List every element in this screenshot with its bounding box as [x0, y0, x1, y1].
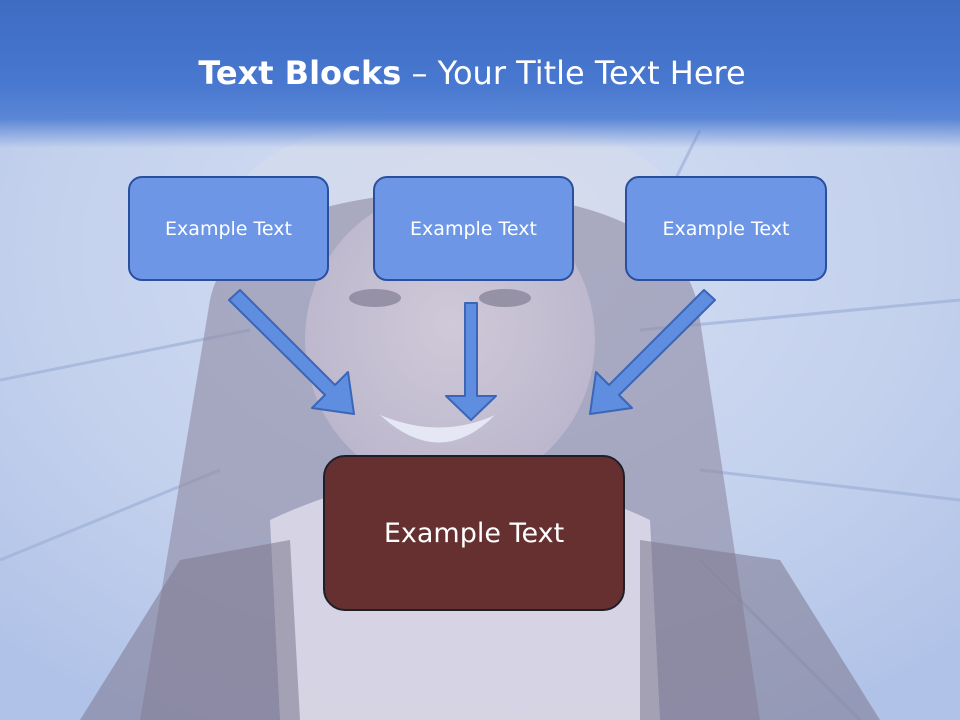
title-dash: –	[401, 54, 438, 92]
title-bar	[0, 0, 960, 148]
arrow-left-icon	[228, 289, 355, 415]
title-bold: Text Blocks	[198, 54, 402, 92]
text-box-center[interactable]: Example Text	[373, 176, 574, 281]
text-box-right[interactable]: Example Text	[625, 176, 827, 281]
arrow-right-icon	[589, 289, 716, 415]
arrow-down-icon	[445, 302, 497, 421]
text-box-main[interactable]: Example Text	[323, 455, 625, 611]
title-rest: Your Title Text Here	[437, 54, 746, 92]
text-box-left[interactable]: Example Text	[128, 176, 329, 281]
slide-title: Text Blocks – Your Title Text Here	[0, 54, 944, 92]
